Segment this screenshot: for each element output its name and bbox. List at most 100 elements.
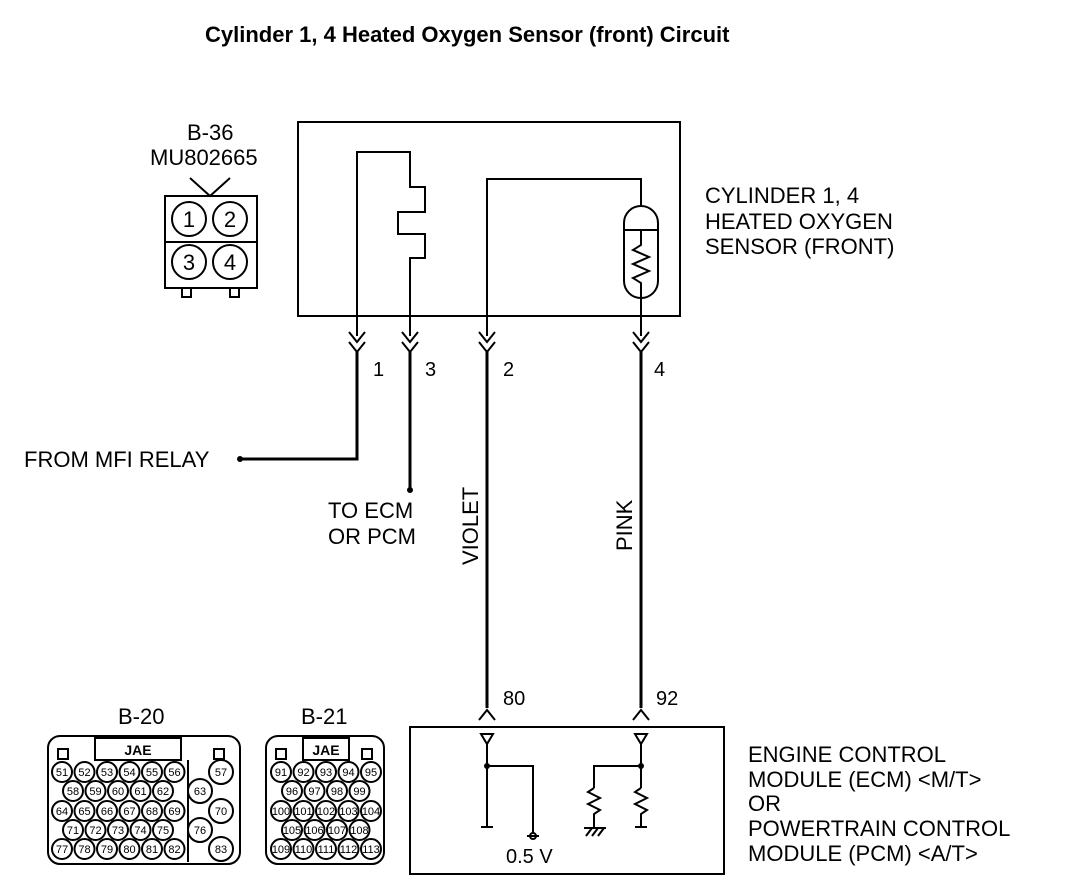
b20-pin-label: 68 [146,806,158,818]
b21-pin-circle [337,761,360,783]
b20-pin-circle [187,778,213,804]
b21-pin-circle [326,780,348,802]
b21-pin-label: 107 [328,825,346,837]
b21-pin-circle [292,761,315,783]
b36-pin-circle [212,201,248,237]
b36-pin-label: 2 [224,207,236,232]
ecm-resistor-icon [585,787,603,828]
b20-pin-label: 57 [215,767,227,779]
b20-pin-label: 76 [194,825,206,837]
from-mfi-relay-label: FROM MFI RELAY [24,447,210,472]
b20-pin-circle [141,838,163,860]
b20-pin-circle [118,838,141,860]
b21-pin-circle [281,780,303,802]
b20-pin-circle [107,819,129,841]
b21-pin-circle [315,761,337,783]
b20-pin-circle [152,780,174,802]
b20-pin-label: 56 [168,767,180,779]
b21-pin-circle [337,800,360,822]
b36-pin-label: 3 [183,250,195,275]
b20-pin-circle [141,800,163,822]
b20-pin-circle [96,761,118,783]
b21-pin-label: 113 [362,844,380,856]
voltage-label: 0.5 V [506,846,553,868]
ecm-outline [409,726,725,875]
b20-pin-label: 61 [134,786,146,798]
wire-mfi-relay [240,352,359,461]
b20-pin-label: 60 [112,786,124,798]
wire-color-pink: PINK [612,499,637,551]
b20-pin-label: 69 [168,806,180,818]
ecm-pin-number: 80 [503,688,525,710]
b21-pin-label: 97 [308,786,320,798]
b21-pin-circle [270,838,292,860]
ecm-input-triangle [479,733,495,746]
b21-body [265,735,385,865]
b21-pin-label: 109 [272,844,290,856]
b20-pin-label: 66 [101,806,113,818]
b20-maker: JAE [124,742,151,758]
b20-pin-circle [73,761,96,783]
b20-pin-label: 54 [123,767,135,779]
b21-pin-label: 94 [342,767,354,779]
b21-pin-circle [360,761,382,783]
b20-pin-label: 81 [146,844,158,856]
b20-pin-label: 55 [146,767,158,779]
b20-pin-circle [96,838,118,860]
b36-id: B-36 [187,120,233,145]
b20-pin-label: 67 [123,806,135,818]
b20-pin-label: 75 [157,825,169,837]
oxygen-sensor [297,121,681,336]
ecm-box: 0.5 V [409,726,725,875]
to-ecm-label: TO ECM [328,498,413,523]
b36-pin-circle [171,244,207,280]
b21-pin-label: 105 [283,825,301,837]
b20-pin-circle [51,761,73,783]
b21-pin-circle [348,780,371,802]
b21-pin-label: 110 [295,844,313,856]
sensor-label-line: CYLINDER 1, 4 [705,183,859,208]
b20-pin-circle [187,817,213,843]
b20-pin-label: 53 [101,767,113,779]
b21-pin-label: 111 [318,844,335,856]
b20-pin-circle [208,759,234,785]
b21-pin-label: 108 [350,825,368,837]
sensor-label-line: SENSOR (FRONT) [705,234,894,259]
b21-pin-circle [292,838,315,860]
b21-maker-plate [302,737,350,761]
b36-part-number: MU802665 [150,145,258,170]
b20-pin-label: 59 [89,786,101,798]
b36-latch-icon [189,177,231,198]
b20-pin-circle [51,800,73,822]
b20-pin-circle [96,800,118,822]
b21-pin-circle [270,800,292,822]
b36-connector: B-36 MU802665 1 2 3 4 [150,120,258,298]
ecm-pin-number: 92 [656,688,678,710]
b36-tab-right [229,287,240,298]
b36-pin-label: 4 [224,250,236,275]
b21-pin-label: 106 [305,825,323,837]
b20-pin-circle [163,800,186,822]
b21-pin-circle [270,761,292,783]
b20-pin-label: 64 [56,806,68,818]
b20-pin-circle [118,761,141,783]
b20-pin-circle [107,780,129,802]
b20-pin-label: 83 [215,844,227,856]
terminal-number: 3 [425,359,436,381]
b21-pin-circle [315,800,337,822]
diagram-title: Cylinder 1, 4 Heated Oxygen Sensor (fron… [205,22,730,47]
b21-pin-label: 102 [317,806,335,818]
terminal-number: 2 [503,359,514,381]
b20-pin-label: 74 [134,825,146,837]
sensor-label-line: HEATED OXYGEN [705,209,893,234]
b20-pin-label: 52 [78,767,90,779]
ecm-label-line: POWERTRAIN CONTROL [748,816,1010,841]
b20-pin-circle [118,800,141,822]
b20-pin-circle [208,836,234,862]
b20-pin-label: 79 [101,844,113,856]
b20-maker-plate [94,737,182,761]
b21-pin-label: 100 [272,806,290,818]
b20-pin-label: 65 [78,806,90,818]
b21-pin-label: 93 [320,767,332,779]
